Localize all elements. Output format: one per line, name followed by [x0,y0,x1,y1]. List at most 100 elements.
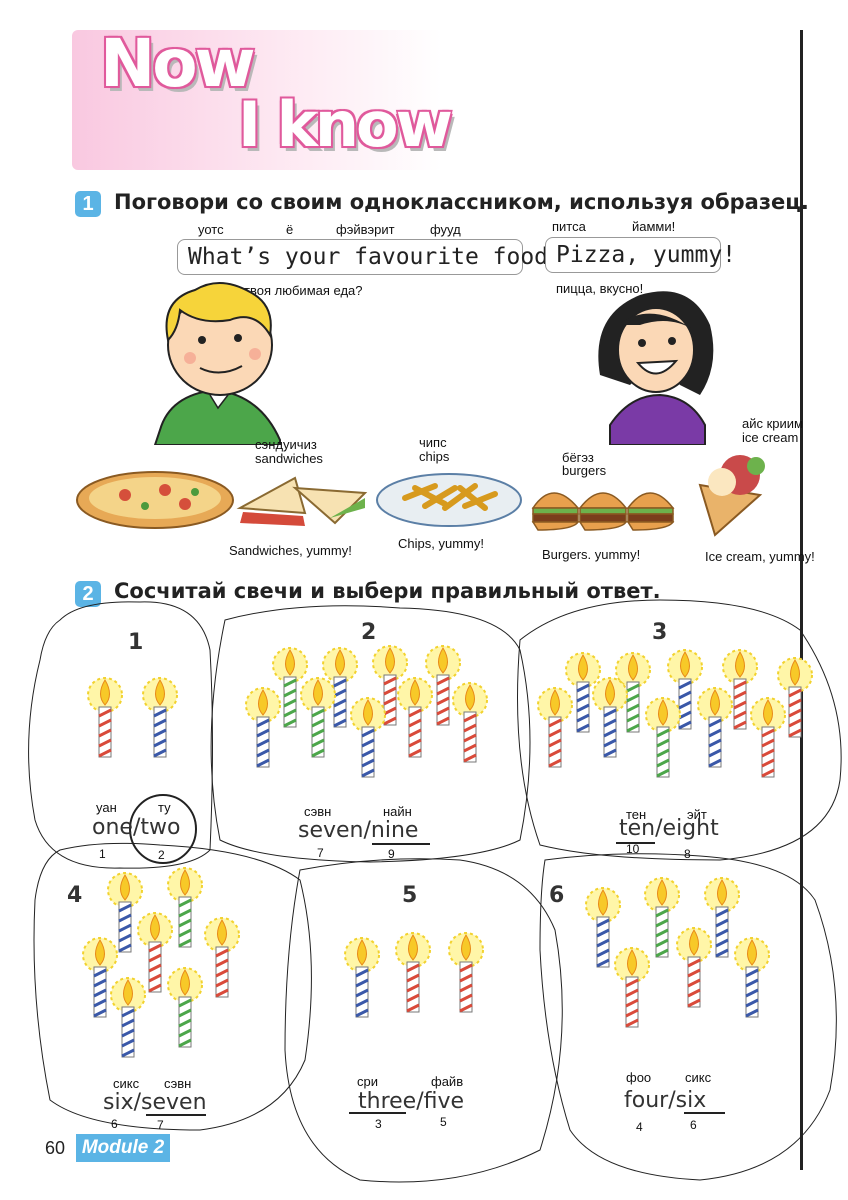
module-badge: Module 2 [76,1134,170,1162]
exercise-2-number: 2 [75,581,101,607]
item-3-option-2[interactable]: eight [662,816,719,841]
ice-cream-image [698,455,765,537]
item-6-option-1[interactable]: four [624,1088,669,1113]
candle-5-1 [344,937,380,1018]
transcription-food: фууд [430,222,461,237]
candle-3-1 [565,652,601,733]
item-3-digit-1: 10 [626,842,640,856]
item-4-option-1[interactable]: six [103,1090,134,1115]
item-4-transcription-1: сикс [113,1076,140,1091]
candle-4-4 [137,912,173,993]
item-6-slash: / [668,1088,676,1113]
candle-1-1 [87,677,123,758]
item-number-3: 3 [652,620,668,645]
candle-3-7 [645,697,681,778]
title-line-1: Now [100,25,256,102]
item-number-2: 2 [361,620,377,645]
chips-transcription: чипс [419,435,447,450]
ice-cream-transcription: айс криим [742,416,803,431]
candle-4-7 [167,967,203,1048]
ice-cream-reply: Ice cream, yummy! [705,549,815,564]
item-6-digit-1: 4 [636,1120,643,1134]
exercise-1-number: 1 [75,191,101,217]
item-2-transcription-2: найн [383,804,412,819]
candle-3-2 [615,652,651,733]
sandwiches-word: sandwiches [255,451,323,466]
item-4-digit-2: 7 [157,1118,164,1132]
item-1-answer: one/two [92,815,180,840]
item-4-option-2[interactable]: seven [141,1090,207,1115]
chips-image [376,473,522,527]
item-3-option-1[interactable]: ten [619,816,656,841]
item-number-5: 5 [402,883,418,908]
candle-4-2 [167,867,203,948]
boy-illustration [153,282,281,445]
item-4-transcription-2: сэвн [164,1076,192,1091]
transcription-favourite: фэйвэрит [336,222,395,237]
item-1-option-2[interactable]: two [140,815,181,840]
item-2-transcription-1: сэвн [304,804,332,819]
title-pink-band [72,30,442,170]
question-bubble: What’s your favourite food? [177,239,562,275]
candle-4-1 [107,872,143,953]
item-1-transcription-1: уан [96,800,117,815]
ice-cream-word: ice cream [742,430,799,445]
item-5-transcription-1: сри [357,1074,378,1089]
item-2-answer: seven/nine [298,818,418,843]
item-1-option-1[interactable]: one [92,815,133,840]
item-number-4: 4 [67,883,83,908]
candle-2-9 [452,682,488,763]
transcription-what: уотс [198,222,224,237]
item-1-digit-1: 1 [99,847,106,861]
sandwiches-transcription: сэндуичиз [255,437,317,452]
candle-2-2 [322,647,358,728]
item-6-option-2[interactable]: six [675,1088,707,1113]
item-6-transcription-1: фоо [626,1070,652,1085]
title-line-2: I know [238,88,453,161]
candle-4-5 [204,917,240,998]
item-1-transcription-2: ту [158,800,171,815]
candle-2-8 [397,677,433,758]
candle-4-6 [110,977,146,1058]
chips-word: chips [419,449,450,464]
burgers-transcription: бёгэз [562,450,594,465]
girl-illustration [598,291,714,445]
answer-translation: пицца, вкусно! [556,281,644,296]
candle-6-3 [704,877,740,958]
item-5-answer: three/five [358,1089,464,1114]
burgers-word: burgers [562,463,607,478]
transcription-pizza: питса [552,219,586,234]
item-3-digit-2: 8 [684,847,691,861]
item-2-option-1[interactable]: seven [298,818,364,843]
candle-3-9 [750,697,786,778]
answer-bubble: Pizza, yummy! [545,237,736,273]
candle-1-2 [142,677,178,758]
item-2-slash: / [363,818,371,843]
burgers-image [531,492,675,531]
item-6-digit-2: 6 [690,1118,697,1132]
candle-2-4 [425,645,461,726]
candle-6-4 [614,947,650,1028]
candle-2-6 [300,677,336,758]
item-4-answer: six/seven [103,1090,207,1115]
transcription-your: ё [286,222,294,237]
item-6-answer: four/six [624,1088,706,1113]
candle-3-5 [537,687,573,768]
item-2-option-2[interactable]: nine [370,818,419,843]
item-4-slash: / [133,1090,142,1115]
exercise-2-heading: Сосчитай свечи и выбери правильный ответ… [114,579,661,603]
item-3-slash: / [655,816,663,841]
item-6-transcription-2: сикс [685,1070,712,1085]
item-3-transcription-1: тен [626,807,647,822]
item-number-6: 6 [549,883,565,908]
item-3-transcription-2: эйт [687,807,707,822]
item-5-option-1[interactable]: three [358,1089,417,1114]
candle-3-8 [697,687,733,768]
item-4-digit-1: 6 [111,1117,118,1131]
candle-3-10 [777,657,813,738]
candle-2-3 [372,645,408,726]
candle-6-5 [676,927,712,1008]
page-number: 60 [45,1138,66,1158]
item-5-option-2[interactable]: five [423,1089,465,1114]
chips-reply: Chips, yummy! [398,536,484,551]
